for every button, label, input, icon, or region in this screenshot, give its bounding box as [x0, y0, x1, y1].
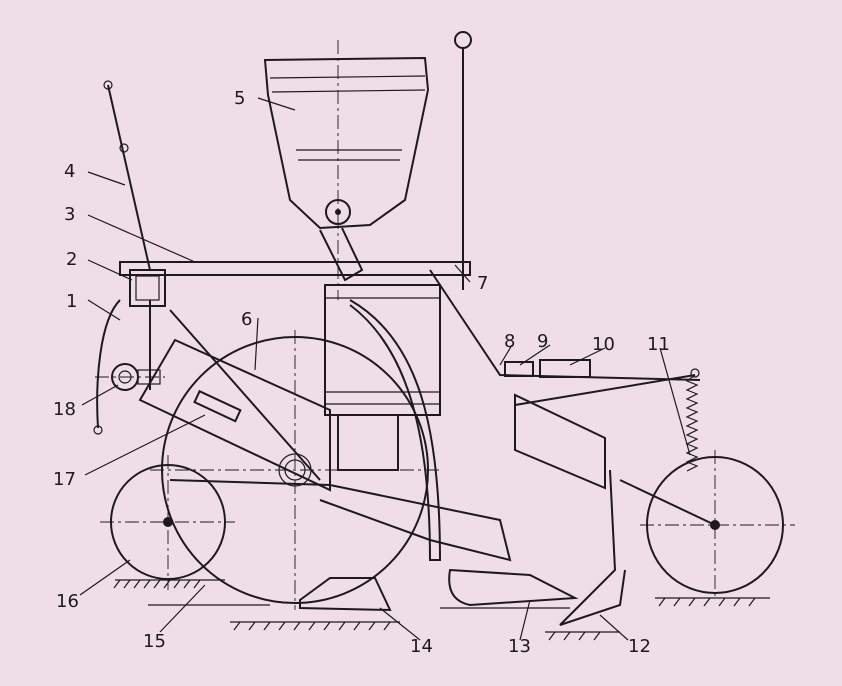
- part-labels: 1 2 3 4 5 6 7 8 9 10 11 12 13 14 15 16 1…: [53, 88, 670, 657]
- label-7: 7: [477, 273, 488, 294]
- label-12: 12: [628, 636, 651, 657]
- marker-pole: [454, 31, 472, 290]
- label-4: 4: [64, 161, 75, 182]
- furrow-openers: [299, 469, 626, 626]
- crank-assembly: [95, 363, 165, 391]
- label-9: 9: [537, 331, 548, 352]
- label-8: 8: [504, 331, 515, 352]
- label-3: 3: [64, 204, 75, 225]
- leader-lines: [79, 97, 691, 641]
- label-10: 10: [592, 334, 615, 355]
- label-6: 6: [241, 309, 252, 330]
- fertilizer-hopper: [263, 40, 430, 300]
- label-2: 2: [66, 249, 77, 270]
- main-frame: [119, 261, 701, 562]
- label-1: 1: [66, 291, 77, 312]
- label-5: 5: [234, 88, 245, 109]
- label-18: 18: [53, 399, 76, 420]
- ground-lines: [113, 579, 770, 641]
- label-14: 14: [410, 636, 433, 657]
- seed-box: [324, 284, 442, 561]
- rear-wheel: [640, 450, 795, 600]
- label-15: 15: [143, 631, 166, 652]
- label-17: 17: [53, 469, 76, 490]
- front-gauge-wheel: [100, 455, 235, 590]
- label-16: 16: [56, 591, 79, 612]
- parallel-linkage: [504, 359, 716, 526]
- label-11: 11: [647, 334, 670, 355]
- adjusting-lever: [93, 80, 151, 435]
- label-13: 13: [508, 636, 531, 657]
- main-drive-wheel: [150, 330, 440, 610]
